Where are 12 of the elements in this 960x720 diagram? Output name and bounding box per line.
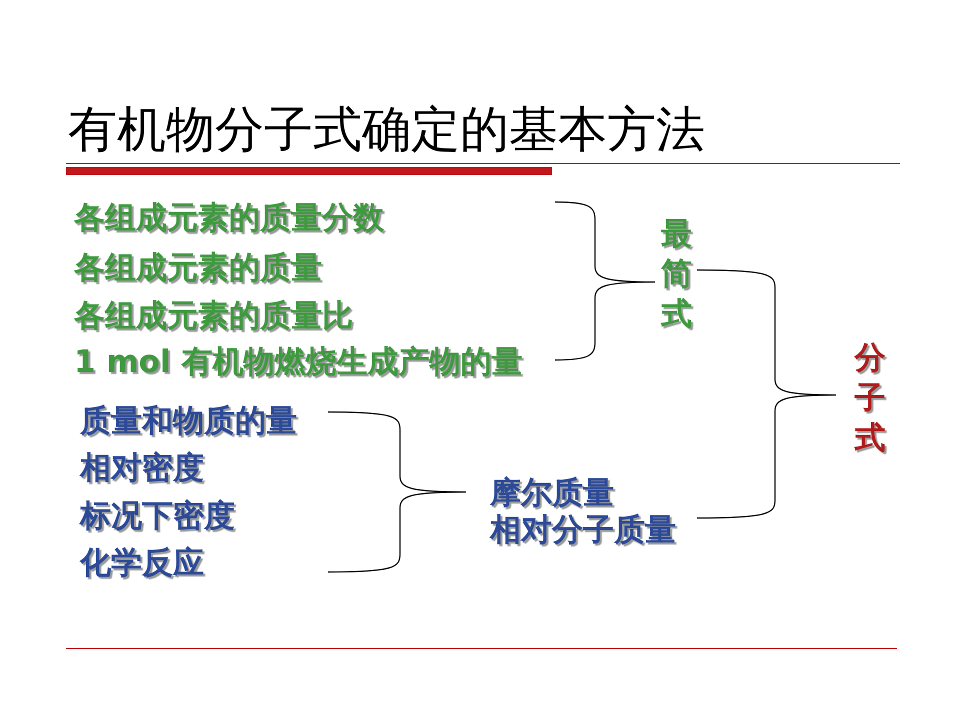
text-label: 各组成元素的质量比 xyxy=(74,298,595,334)
text-label: 各组成元素的质量 xyxy=(74,250,595,286)
text-label: 标况下密度 xyxy=(80,498,400,534)
title: 有机物分子式确定的基本方法 xyxy=(68,100,705,160)
text-label: 相对密度 xyxy=(80,450,400,486)
text-label: 化学反应 xyxy=(80,545,328,581)
text-label: 各组成元素的质量分数 xyxy=(74,200,555,236)
text-label: 摩尔质量 相对分子质量 xyxy=(467,475,697,549)
text-label: 质量和物质的量 xyxy=(80,403,328,439)
vertical-label: 分子式 xyxy=(837,338,903,458)
text-label: 1 mol 有机物燃烧生成产物的量 xyxy=(74,344,555,380)
vertical-label: 最简式 xyxy=(656,214,697,334)
